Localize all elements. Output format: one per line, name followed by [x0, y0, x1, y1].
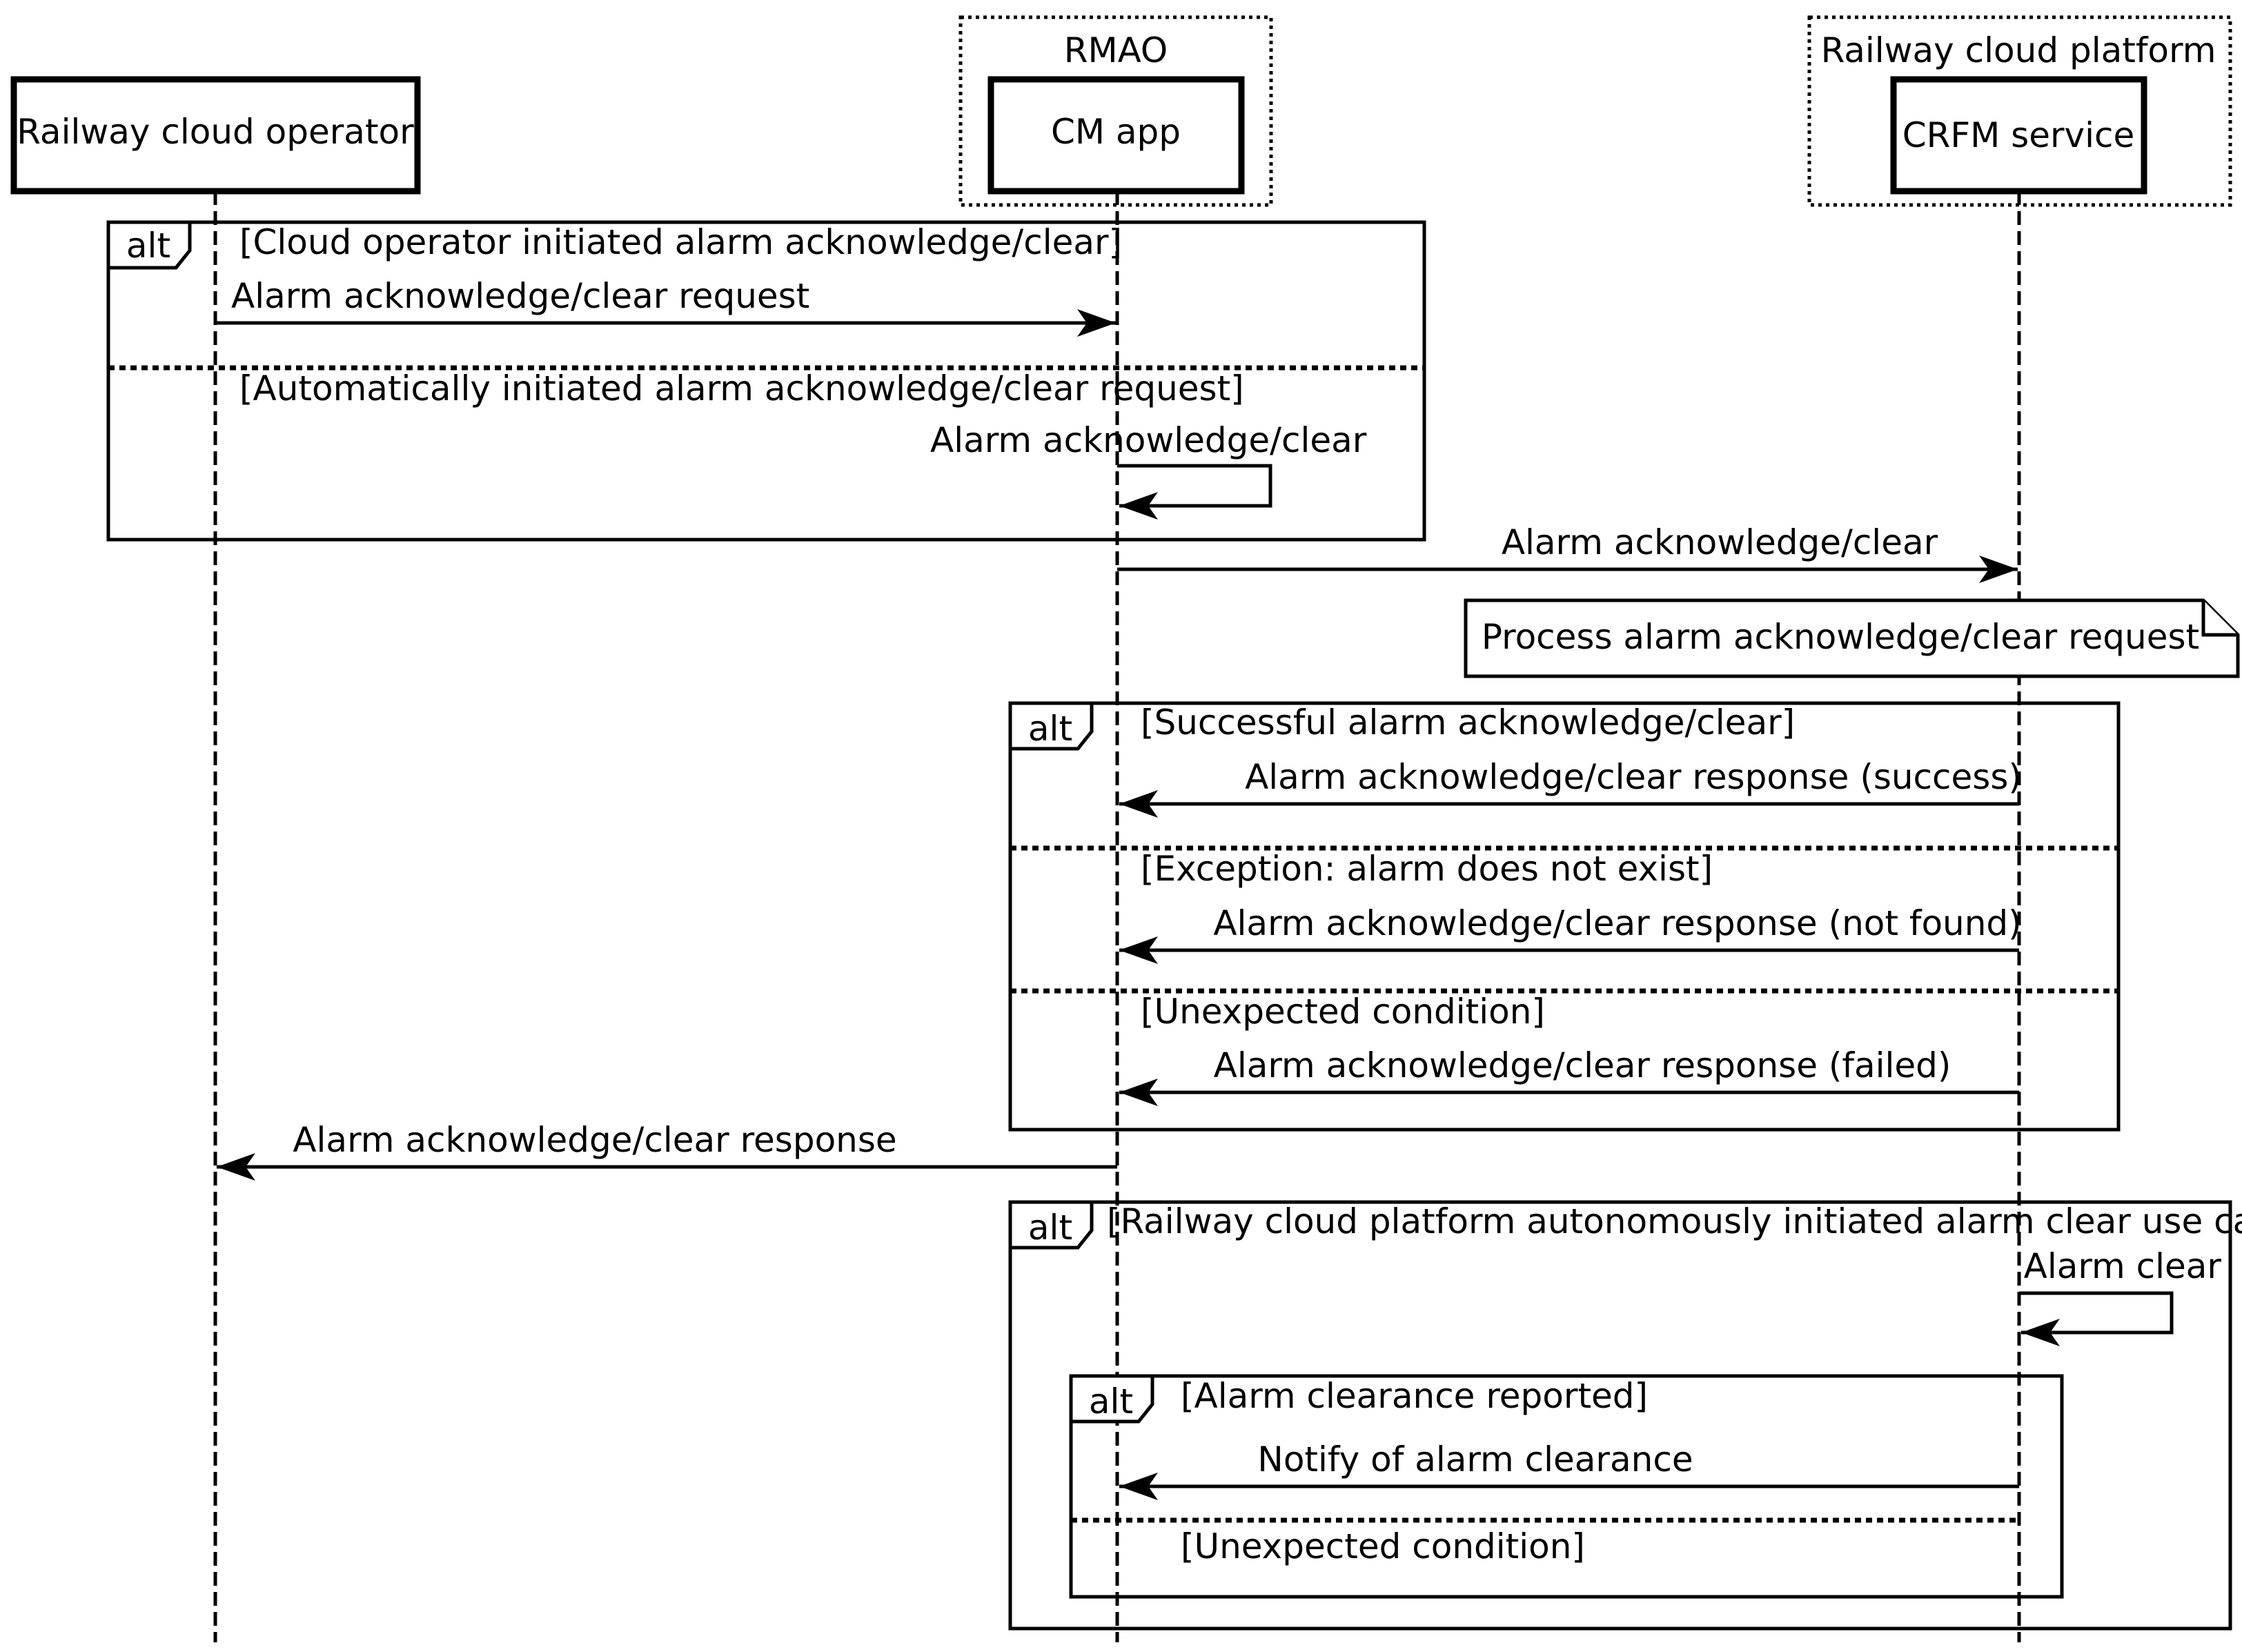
participant-cm-app-label: CM app: [1051, 112, 1181, 152]
alt-1-tag: alt: [126, 226, 170, 266]
alt-4-tag: alt: [1089, 1381, 1133, 1422]
msg-notify-label: Notify of alarm clearance: [1257, 1439, 1693, 1479]
participant-operator: [10, 76, 421, 195]
msg-to-crfm-label: Alarm acknowledge/clear: [1502, 522, 1938, 562]
railway-cloud-platform-group: [1807, 15, 2232, 207]
alt-1-guard-2: [Automatically initiated alarm acknowled…: [239, 368, 1244, 409]
alt-2-guard-2: [Exception: alarm does not exist]: [1141, 849, 1713, 889]
msg-self-arrow: [1117, 464, 1272, 520]
participant-operator-label: Railway cloud operator: [17, 112, 414, 152]
alt-3-tag: alt: [1028, 1208, 1072, 1248]
rmao-group: [958, 15, 1273, 207]
alt-2-guard-1: [Successful alarm acknowledge/clear]: [1141, 702, 1795, 743]
rmao-group-label: RMAO: [1064, 30, 1168, 70]
msg-self-clear-label: Alarm clear: [2024, 1246, 2222, 1286]
alt-4-guard-1: [Alarm clearance reported]: [1181, 1376, 1648, 1416]
msg-failed-label: Alarm acknowledge/clear response (failed…: [1214, 1045, 1951, 1085]
participant-crfm: [1890, 76, 2147, 195]
note-process: [1464, 598, 2240, 678]
alt-4-guard-2: [Unexpected condition]: [1181, 1526, 1585, 1566]
msg-self-clear-arrow: [2019, 1291, 2174, 1346]
alt-fragment-3: alt [Railway cloud platform autonomously…: [1008, 1200, 2242, 1631]
msg-request-label: Alarm acknowledge/clear request: [231, 276, 809, 316]
participant-crfm-label: CRFM service: [1902, 115, 2135, 155]
note-process-label: Process alarm acknowledge/clear request: [1482, 617, 2199, 657]
alt-fragment-2: alt [Successful alarm acknowledge/clear]…: [1008, 701, 2121, 1132]
alt-fragment-4: alt [Alarm clearance reported] [Unexpect…: [1069, 1374, 2064, 1599]
railway-cloud-platform-group-label: Railway cloud platform: [1821, 30, 2216, 70]
msg-self-label: Alarm acknowledge/clear: [930, 420, 1367, 460]
msg-notfound-label: Alarm acknowledge/clear response (not fo…: [1213, 903, 2021, 943]
msg-success-label: Alarm acknowledge/clear response (succes…: [1245, 757, 2022, 797]
msg-response-operator-label: Alarm acknowledge/clear response: [293, 1120, 896, 1160]
alt-1-guard-1: [Cloud operator initiated alarm acknowle…: [239, 222, 1122, 262]
participant-cm-app: [987, 76, 1245, 195]
alt-2-tag: alt: [1028, 709, 1072, 749]
alt-fragment-1: alt [Cloud operator initiated alarm ackn…: [106, 220, 1426, 542]
alt-2-guard-3: [Unexpected condition]: [1141, 992, 1545, 1032]
alt-3-guard-1: [Railway cloud platform autonomously ini…: [1107, 1201, 2242, 1241]
